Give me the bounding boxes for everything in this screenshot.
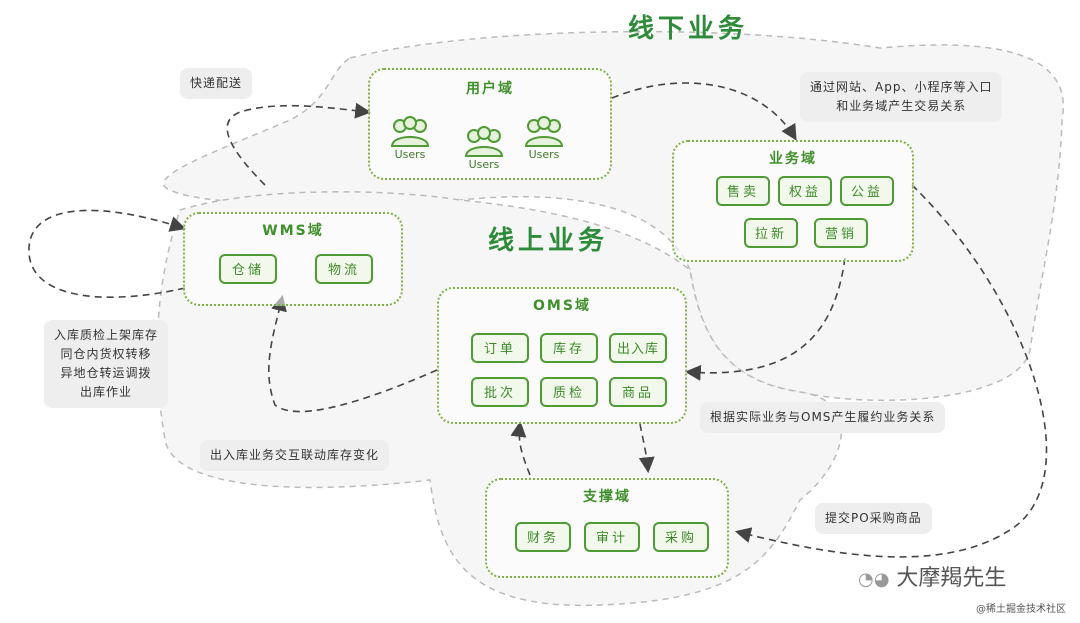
- users-group-1: Users: [384, 114, 436, 161]
- oms-to-wms-arrow: [268, 294, 438, 413]
- express-arrow: [226, 102, 372, 186]
- business-domain-title: 业务域: [769, 151, 817, 167]
- chip-product: 商品: [609, 377, 667, 407]
- support-to-oms-arrow: [510, 420, 531, 476]
- business-to-oms-arrow: [684, 257, 846, 381]
- chip-charity: 公益: [840, 176, 894, 206]
- chip-sales: 售卖: [716, 176, 770, 206]
- chip-quality-check: 质检: [540, 377, 598, 407]
- support-domain-box: 支撑域 财务 审计 采购: [485, 478, 729, 578]
- users-icon: [390, 116, 430, 147]
- wms-loop-arrow: [28, 209, 187, 299]
- user-to-business-arrow: [611, 82, 797, 141]
- chip-procurement: 采购: [653, 522, 709, 552]
- users-label: Users: [468, 158, 500, 171]
- users-group-3: Users: [518, 114, 570, 161]
- note-purchase: 提交PO采购商品: [815, 503, 932, 534]
- chip-inventory: 库存: [540, 333, 598, 363]
- chip-rights: 权益: [778, 176, 832, 206]
- chip-inbound-outbound: 出入库: [609, 333, 667, 363]
- oms-domain-title: OMS域: [533, 298, 591, 314]
- users-icon: [464, 126, 504, 157]
- note-channels: 通过网站、App、小程序等入口 和业务域产生交易关系: [800, 72, 1003, 122]
- watermark-community: @稀土掘金技术社区: [976, 604, 1066, 615]
- user-domain-title: 用户域: [466, 81, 514, 97]
- note-fulfillment: 根据实际业务与OMS产生履约业务关系: [700, 402, 946, 433]
- wechat-icon: ◔◕: [858, 569, 890, 590]
- online-business-title: 线上业务: [488, 226, 609, 256]
- chip-acquisition: 拉新: [744, 218, 798, 248]
- wms-domain-title: WMS域: [262, 223, 324, 239]
- chip-batch: 批次: [471, 377, 529, 407]
- users-group-2: Users: [458, 124, 510, 171]
- offline-business-title: 线下业务: [628, 14, 749, 44]
- wms-domain-box: WMS域 仓储 物流: [183, 212, 403, 306]
- note-warehouse-ops: 入库质检上架库存 同仓内货权转移 异地仓转运调拨 出库作业: [44, 320, 169, 408]
- oms-domain-box: OMS域 订单 库存 出入库 批次 质检 商品: [437, 287, 687, 424]
- business-domain-box: 业务域 售卖 权益 公益 拉新 营销: [672, 140, 914, 262]
- users-label: Users: [394, 148, 426, 161]
- users-icon: [524, 116, 564, 147]
- watermark-brand: ◔◕ 大摩羯先生: [858, 566, 1007, 591]
- chip-finance: 财务: [515, 522, 571, 552]
- chip-marketing: 营销: [814, 218, 868, 248]
- users-label: Users: [528, 148, 560, 161]
- support-domain-title: 支撑域: [583, 489, 631, 505]
- chip-warehousing: 仓储: [219, 254, 277, 284]
- chip-audit: 审计: [584, 522, 640, 552]
- oms-to-support-arrow: [638, 423, 655, 474]
- chip-logistics: 物流: [315, 254, 373, 284]
- note-express: 快递配送: [180, 68, 253, 99]
- note-inventory-linkage: 出入库业务交互联动库存变化: [200, 440, 390, 471]
- chip-order: 订单: [471, 333, 529, 363]
- user-domain-box: 用户域 Users Users Users: [368, 68, 612, 180]
